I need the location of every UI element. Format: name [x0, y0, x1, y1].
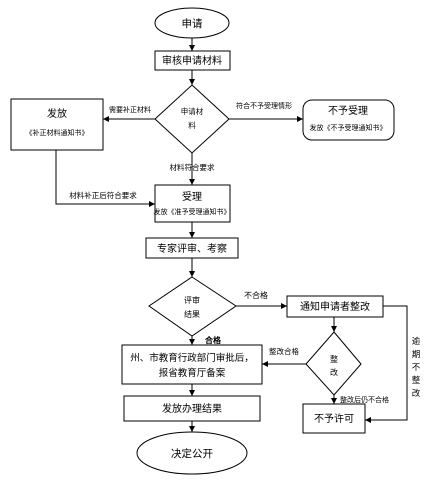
notify-rectify-label: 通知申请者整改	[300, 300, 370, 313]
notify-rectify-node	[286, 295, 384, 318]
eval-result-label-2: 结果	[184, 309, 200, 319]
eval-result-label-1: 评审	[184, 295, 200, 305]
edge-overdue-to-not-permitted	[365, 305, 408, 423]
review-decision-label-1: 申请材	[181, 106, 204, 116]
rectified-qualified-label: 整改合格	[269, 346, 299, 356]
overdue-label-2: 期	[412, 350, 421, 360]
rectify-label-1: 整	[330, 354, 338, 364]
not-accepted-sub: 发放《不予受理通知书》	[310, 123, 387, 132]
accept-node	[154, 184, 231, 223]
expert-review-label: 专家评审、考察	[157, 242, 227, 255]
issue-supplement-sub: 《补正材料通知书》	[26, 128, 89, 137]
publish-label: 决定公开	[171, 447, 213, 460]
edge-labels: 需要补正材料 符合不予受理情形 材料符合要求 材料补正后符合要求 不合格 合格 …	[69, 101, 420, 404]
issue-supplement-node	[10, 98, 104, 151]
not-permitted-node	[302, 403, 366, 434]
overdue-label-4: 整	[412, 375, 421, 386]
review-decision-label-2: 料	[188, 120, 196, 130]
approval-label-1: 州、市教育行政部门审批后，	[130, 352, 254, 364]
edge-supplement-to-accept	[55, 150, 155, 207]
publish-node	[136, 431, 248, 475]
rectify-node	[305, 331, 362, 396]
not-meet-conditions-label: 符合不予受理情形	[236, 101, 292, 110]
accept-title: 受理	[182, 191, 202, 203]
overdue-label-1: 逾	[412, 336, 421, 347]
need-supplement-label: 需要补正材料	[109, 105, 151, 114]
approval-label-2: 报省教育厅备案	[159, 367, 226, 379]
not-accepted-node	[302, 99, 395, 141]
apply-label: 申请	[182, 17, 203, 30]
eval-result-node	[148, 276, 237, 337]
expert-review-node	[145, 237, 239, 259]
not-permitted-label: 不予许可	[314, 413, 354, 425]
review-decision-node	[154, 84, 230, 154]
rectified-still-unqualified-label: 整改后仍不合格	[340, 395, 389, 404]
edges	[55, 38, 408, 432]
nodes	[10, 7, 395, 475]
accept-sub: 发放《准予受理通知书》	[154, 207, 231, 216]
meets-requirements-label: 材料符合要求	[170, 162, 215, 172]
approval-node	[121, 344, 263, 385]
qualified-label: 合格	[204, 335, 222, 345]
review-materials-node	[154, 50, 231, 71]
after-supplement-label: 材料补正后符合要求	[69, 190, 137, 200]
not-accepted-title: 不予受理	[328, 105, 368, 117]
node-labels: 申请 审核申请材料 申请材 料 发放 《补正材料通知书》 不予受理 发放《不予受…	[26, 17, 387, 460]
review-materials-label: 审核申请材料	[162, 54, 222, 67]
overdue-label-5: 改	[412, 388, 421, 399]
rectify-label-2: 改	[330, 367, 338, 377]
overdue-label-3: 不	[412, 363, 421, 373]
issue-result-label: 发放办理结果	[162, 402, 222, 415]
issue-supplement-title: 发放	[47, 107, 67, 120]
apply-node	[154, 7, 230, 39]
issue-result-node	[123, 395, 261, 422]
unqualified-label: 不合格	[244, 290, 268, 300]
